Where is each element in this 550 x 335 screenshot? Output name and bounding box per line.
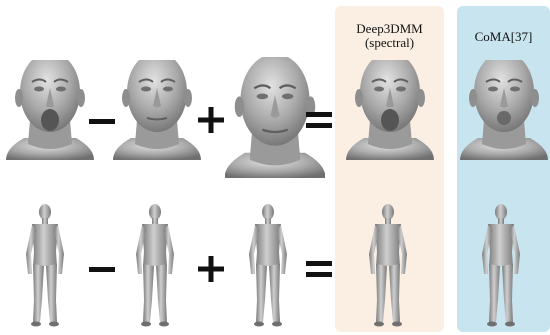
face-neutral (112, 60, 202, 172)
equals-sign (304, 258, 334, 282)
minus-sign (87, 116, 117, 128)
coma-title: CoMA[37] (457, 30, 550, 44)
plus-sign (196, 105, 226, 135)
face-open-mouth (5, 60, 95, 172)
body-result-coma (473, 204, 529, 330)
minus-sign (87, 264, 117, 276)
body-result-deep3dmm (360, 204, 416, 330)
face-result-coma (459, 60, 549, 172)
deep3dmm-subtitle: (spectral) (335, 36, 444, 50)
deep3dmm-title: Deep3DMM (335, 22, 444, 36)
body-b (127, 204, 183, 330)
equals-sign (304, 109, 334, 133)
body-a (17, 204, 73, 330)
body-c (240, 204, 296, 330)
face-result-deep3dmm (345, 60, 435, 172)
plus-sign (196, 254, 226, 284)
